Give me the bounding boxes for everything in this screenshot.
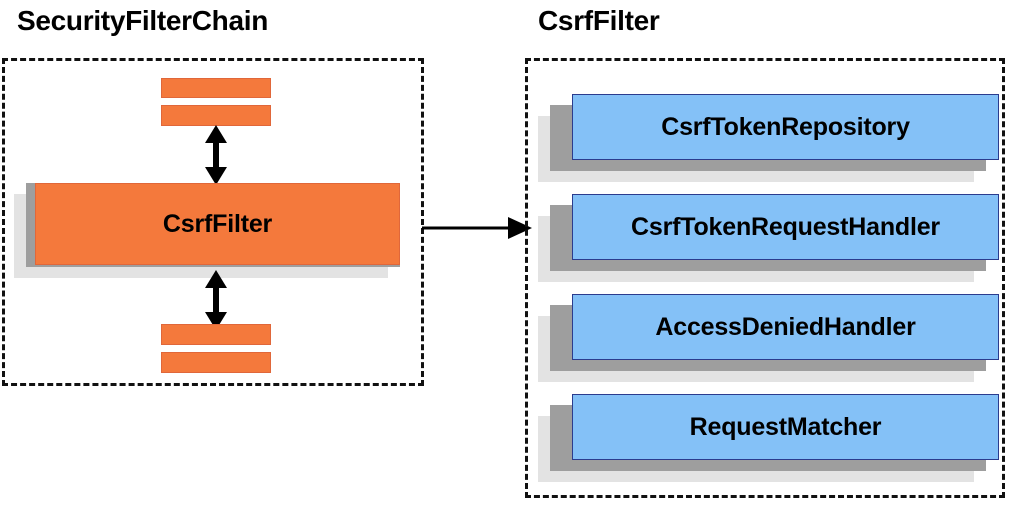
left-panel-title: SecurityFilterChain: [17, 5, 269, 36]
arrow-up-down-below-csrffilter: [202, 270, 230, 330]
csrffilter-face: CsrfFilter: [35, 183, 400, 265]
csrffilter-label: CsrfFilter: [162, 209, 273, 238]
component-label: CsrfTokenRepository: [661, 112, 910, 141]
arrow-securityfilterchain-to-csrffilter: [422, 215, 532, 241]
component-box-csrftokenrepository: CsrfTokenRepository: [538, 94, 999, 182]
filter-bar-top-1: [161, 78, 271, 98]
component-label: RequestMatcher: [689, 412, 882, 441]
securityfilterchain-container: [2, 58, 424, 386]
component-face: RequestMatcher: [572, 394, 999, 460]
component-face: CsrfTokenRequestHandler: [572, 194, 999, 260]
component-label: AccessDeniedHandler: [655, 312, 916, 341]
component-face: AccessDeniedHandler: [572, 294, 999, 360]
arrow-up-down-above-csrffilter: [202, 125, 230, 185]
component-box-accessdeniedhandler: AccessDeniedHandler: [538, 294, 999, 382]
component-box-csrftokenrequesthandler: CsrfTokenRequestHandler: [538, 194, 999, 282]
component-label: CsrfTokenRequestHandler: [631, 212, 940, 241]
right-panel-title: CsrfFilter: [538, 5, 660, 36]
filter-bar-bottom-2: [161, 352, 271, 373]
filter-bar-top-2: [161, 105, 271, 126]
component-box-requestmatcher: RequestMatcher: [538, 394, 999, 482]
csrffilter-container: [525, 58, 1005, 498]
filter-bar-bottom-1: [161, 324, 271, 345]
csrffilter-box: CsrfFilter: [14, 183, 400, 278]
component-face: CsrfTokenRepository: [572, 94, 999, 160]
